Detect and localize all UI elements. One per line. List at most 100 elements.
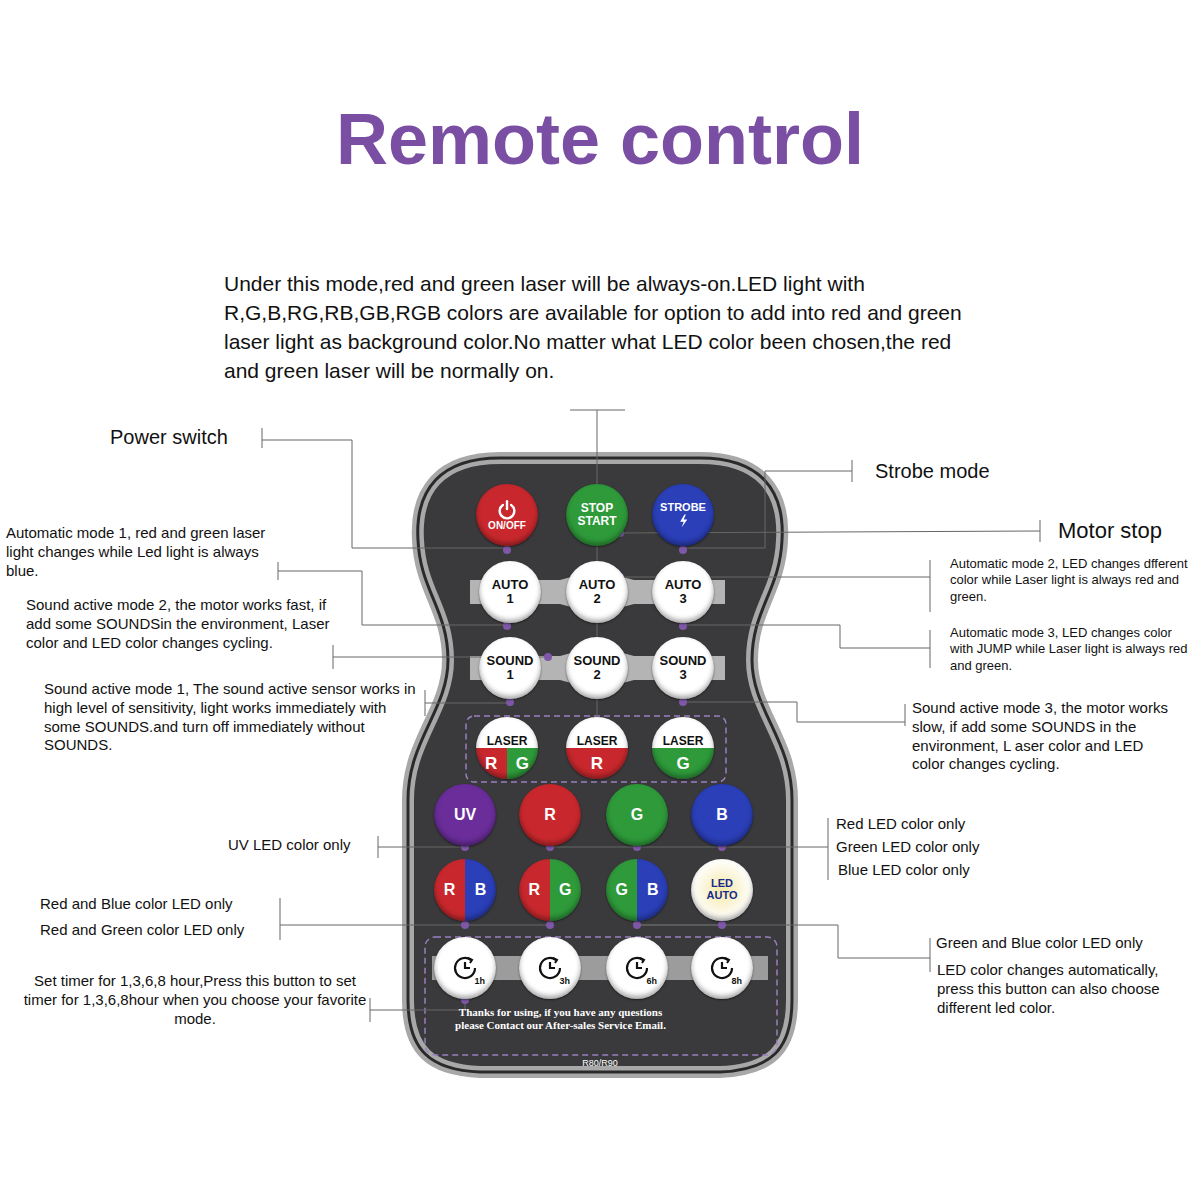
label-wrap: Red and Blue color LED only [40, 895, 278, 914]
leader-dot [546, 921, 554, 929]
button-label: UV [454, 807, 476, 824]
button-label: B [716, 807, 728, 824]
remote-button: 6h [606, 937, 668, 999]
body-text-wrap: R80/R90 [565, 1058, 635, 1069]
button-label: 6h [646, 977, 657, 986]
callout-label: Under this mode,red and green laser will… [224, 270, 969, 386]
leader-dot [544, 653, 552, 661]
label-wrap: Power switch [110, 425, 260, 450]
remote-button: R [519, 784, 581, 846]
label-wrap: Green and Blue color LED only [936, 934, 1186, 953]
button-label: R [444, 882, 456, 899]
leader-line [930, 560, 931, 612]
button-label: AUTO [707, 890, 738, 902]
button-label: G [676, 755, 689, 773]
button-label: STROBE [660, 502, 706, 514]
button-label: SOUND 1 [487, 654, 534, 681]
leader-dot [633, 921, 641, 929]
remote-button: 1h [434, 937, 496, 999]
callout-label: Automatic mode 2, LED changes dfferent c… [950, 556, 1196, 605]
leader-line [280, 898, 281, 940]
button-label: R [544, 807, 556, 824]
label-wrap: LED color changes automatically, press t… [937, 961, 1195, 1017]
leader-line [262, 428, 263, 448]
label-wrap: Automatic mode 2, LED changes dfferent c… [950, 556, 1196, 605]
title: Remote control [0, 98, 1200, 180]
button-label: R [485, 755, 497, 773]
remote-edge [408, 458, 792, 1072]
remote-button: AUTO 3 [652, 561, 714, 623]
leader-line [930, 630, 931, 668]
leader-line [550, 847, 828, 848]
callout-label: Green and Blue color LED only [936, 934, 1186, 953]
callout-label: Green LED color only [836, 838, 1026, 857]
label-wrap: Red and Green color LED only [40, 921, 278, 940]
leader-line [905, 704, 906, 726]
button-label: B [647, 882, 659, 899]
button-label: 3h [559, 977, 570, 986]
leader-dot [503, 622, 511, 630]
button-label: SOUND 2 [574, 654, 621, 681]
callout-label: Red and Green color LED only [40, 921, 278, 940]
label-wrap: Blue LED color only [838, 861, 1028, 880]
label-wrap: Set timer for 1,3,6,8 hour,Press this bu… [22, 972, 368, 1028]
remote-button: LASER G [652, 717, 714, 779]
leader-dot [506, 698, 514, 706]
leader-dot [679, 698, 687, 706]
label-wrap: UV LED color only [228, 836, 376, 855]
remote-button: STOP START [566, 484, 628, 546]
body-text-wrap: Thanks for using, if you have any questi… [453, 1006, 668, 1032]
remote-button: AUTO 1 [479, 561, 541, 623]
label-wrap: Under this mode,red and green laser will… [224, 270, 969, 386]
remote-button: GB [606, 859, 668, 921]
title-wrap: Remote control [0, 98, 1200, 180]
remote-button: 8h [691, 937, 753, 999]
button-label: 1h [474, 977, 485, 986]
remote-button: UV [434, 784, 496, 846]
callout-label: Sound active mode 3, the motor works slo… [912, 699, 1174, 774]
button-label: LASER [487, 735, 528, 748]
remote-shell [408, 458, 792, 1072]
remote-button: G [606, 784, 668, 846]
label-wrap: Automatic mode 3, LED changes color with… [950, 625, 1196, 674]
leader-dot [461, 921, 469, 929]
remote-button: LEDAUTO [691, 859, 753, 921]
callout-label: Blue LED color only [838, 861, 1028, 880]
remote-button: ON/OFF [476, 484, 538, 546]
remote-button: STROBE [652, 484, 714, 546]
button-label: SOUND 3 [660, 654, 707, 681]
button-label: G [516, 755, 529, 773]
leader-dot [503, 546, 511, 554]
callout-label: Power switch [110, 425, 260, 450]
button-label: LASER [663, 735, 704, 748]
leader-line [930, 938, 931, 972]
remote-button: SOUND 2 [566, 637, 628, 699]
callout-label: LED color changes automatically, press t… [937, 961, 1195, 1017]
button-label: G [631, 807, 643, 824]
label-wrap: Motor stop [1058, 517, 1196, 545]
remote-button: 3h [519, 937, 581, 999]
remote-button: RB [434, 859, 496, 921]
button-label: B [475, 882, 487, 899]
label-wrap: Sound active mode 2, the motor works fas… [26, 596, 331, 652]
callout-label: Red and Blue color LED only [40, 895, 278, 914]
leader-line [378, 847, 465, 848]
label-wrap: Automatic mode 1, red and green laser li… [6, 524, 274, 580]
leader-line [425, 703, 510, 704]
button-label: LASER [577, 735, 618, 748]
service-note: Thanks for using, if you have any questi… [453, 1006, 668, 1032]
button-label: STOP START [577, 502, 616, 527]
dashed-group [466, 716, 726, 782]
button-label: G [559, 882, 571, 899]
label-wrap: Sound active mode 3, the motor works slo… [912, 699, 1174, 774]
button-label: LED [711, 878, 733, 890]
leader-line [280, 925, 550, 926]
leader-dot [679, 622, 687, 630]
remote-button: RG [519, 859, 581, 921]
bolt-icon [678, 514, 688, 528]
button-label: AUTO 1 [492, 578, 529, 605]
callout-label: Automatic mode 1, red and green laser li… [6, 524, 274, 580]
label-wrap: Sound active mode 1, The sound active se… [44, 680, 422, 755]
button-label: AUTO 3 [665, 578, 702, 605]
power-icon [496, 499, 518, 521]
